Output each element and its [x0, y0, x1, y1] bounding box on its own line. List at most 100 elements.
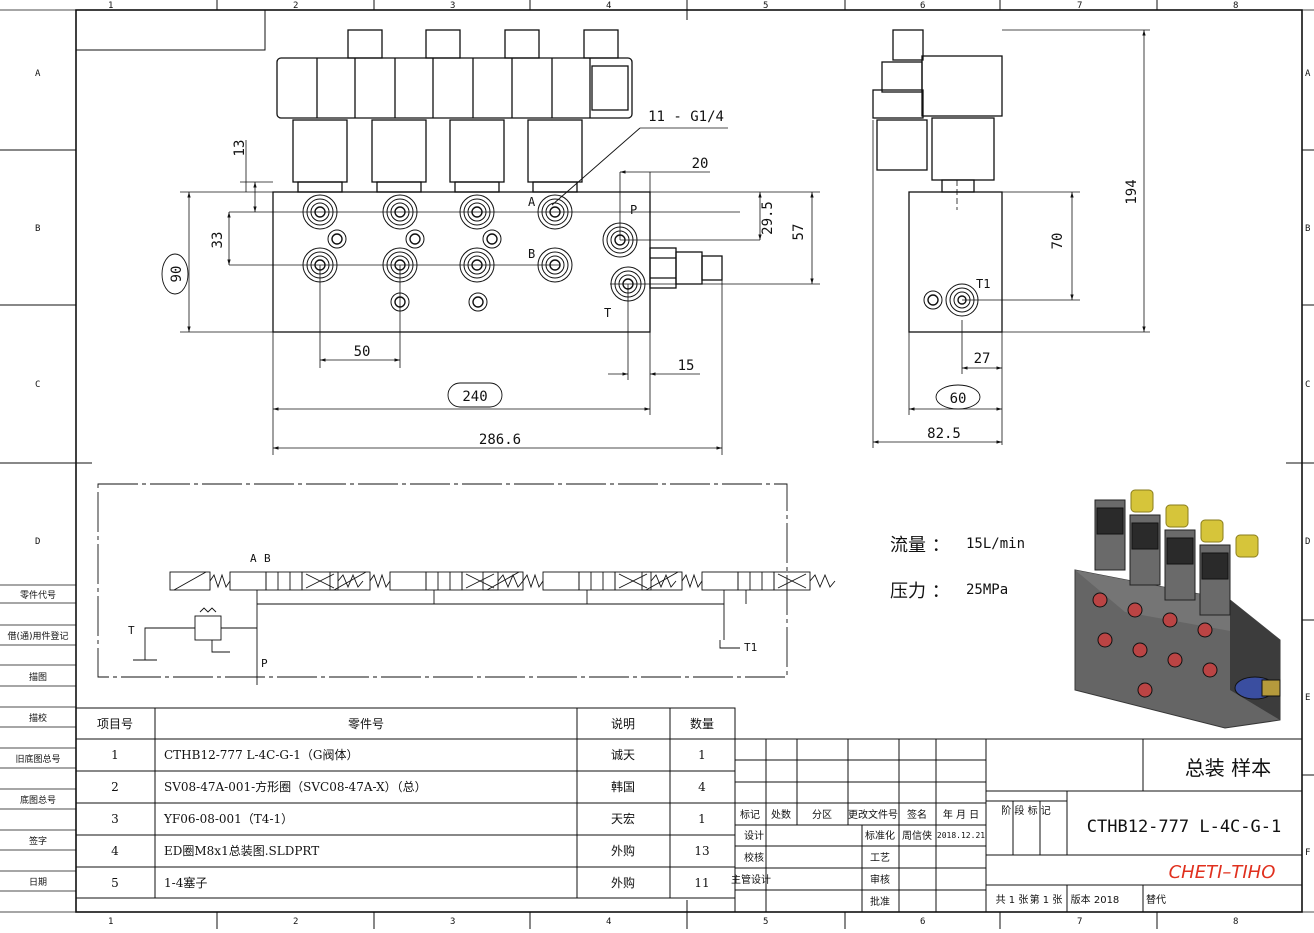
valve-box	[737, 571, 775, 591]
iso-connector	[1165, 504, 1189, 528]
company-logo: CHETI–TIHO	[1169, 862, 1276, 883]
col-label: 6	[920, 1, 925, 11]
dim-90-balloon	[161, 253, 189, 295]
bom-header: 零件号	[348, 717, 384, 731]
specs: 流量 ： 15L/min 压力 ： 25MPa	[890, 535, 1025, 602]
port-label-p: P	[630, 203, 637, 217]
solenoid-diagonal	[486, 571, 520, 591]
solenoid-coils	[276, 29, 633, 119]
bom-item-no: 2	[111, 780, 119, 794]
title-block: 标记 处数 分区 更改文件号 签名 年 月 日 阶 段 标 记 设计 标准化 周…	[731, 738, 1303, 913]
port-label-a: A	[528, 195, 536, 209]
iso-port	[1132, 642, 1148, 658]
column-labels: 1 2 3 4 5 6 7 8 1 2 3 4 5 6 7 8	[108, 1, 1238, 927]
iso-coil	[1166, 537, 1194, 565]
side-dimensions	[872, 29, 1150, 448]
dim-60-balloon	[935, 384, 981, 410]
col-label: 2	[293, 917, 298, 927]
port-ring	[331, 233, 343, 245]
rev-header: 标记	[740, 809, 760, 821]
valve-cross	[305, 573, 335, 589]
version: 版本 2018	[1071, 893, 1120, 906]
schem-label-t1: T1	[744, 641, 757, 654]
bom-qty: 11	[694, 876, 709, 890]
spring-symbol	[369, 573, 391, 589]
bom-qty: 1	[698, 748, 706, 762]
valve-box	[578, 571, 616, 591]
spring-symbol	[209, 573, 231, 589]
fitting	[649, 247, 723, 289]
rev-header: 更改文件号	[848, 808, 898, 821]
bom-qty: 1	[698, 812, 706, 826]
col-label: 8	[1233, 1, 1238, 11]
col-label: 1	[108, 917, 113, 927]
bom-part-no: ED圈M8x1总装图.SLDPRT	[164, 844, 319, 858]
bom-desc: 天宏	[611, 811, 635, 826]
drawing-title: 总装 样本	[1185, 756, 1271, 780]
valve-box	[425, 571, 463, 591]
schematic-labels: A B T P T1	[128, 552, 757, 670]
schem-label-p: P	[261, 657, 268, 670]
rev-header: 处数	[771, 808, 791, 821]
manifold-block	[272, 191, 651, 333]
port-ring	[327, 229, 347, 249]
schematic	[97, 483, 836, 685]
iso-port	[1097, 632, 1113, 648]
stamp-label: 描图	[29, 671, 47, 683]
port-ring	[409, 233, 421, 245]
dim-thread: 11 - G1/4	[648, 109, 724, 125]
col-label: 2	[293, 1, 298, 11]
dim-27: 27	[974, 351, 991, 367]
left-stamps: 零件代号 借(通)用件登记 描图 描校 旧底图总号 底图总号 签字 日期	[0, 584, 76, 892]
col-label: 4	[606, 1, 611, 11]
front-port-labels: A B P T	[528, 195, 637, 320]
front-view	[272, 29, 723, 333]
row-label: E	[1305, 693, 1310, 703]
dim-70: 70	[1050, 233, 1066, 250]
port-ring	[468, 292, 488, 312]
drawing-number: CTHB12-777 L-4C-G-1	[1087, 817, 1281, 837]
dim-286: 286.6	[479, 432, 521, 448]
check-label: 校核	[744, 851, 764, 864]
row-label: D	[1305, 537, 1310, 547]
bom-item-no: 3	[111, 812, 119, 826]
bom-item-no: 1	[111, 748, 119, 762]
process-label: 工艺	[870, 852, 890, 864]
rev-header: 分区	[812, 809, 832, 821]
dim-194: 194	[1124, 179, 1140, 204]
bom-item-no: 4	[111, 844, 119, 858]
stamp-label: 底图总号	[20, 794, 56, 806]
design-label: 设计	[744, 829, 764, 842]
schem-label-t: T	[128, 624, 135, 637]
col-label: 7	[1077, 917, 1082, 927]
chief-label: 主管设计	[731, 873, 771, 886]
std-name: 周信侠	[902, 829, 932, 842]
pressure-value: 25MPa	[966, 582, 1008, 598]
stamp-label: 日期	[29, 877, 47, 888]
bom-desc: 外购	[611, 843, 635, 858]
valve-box	[542, 571, 580, 591]
dim-240-balloon	[447, 382, 503, 408]
bom-part-no: YF06-08-001（T4-1）	[163, 812, 293, 826]
stage-label: 阶 段 标 记	[1001, 804, 1051, 817]
schematic-valves	[169, 571, 836, 604]
port-ring	[472, 296, 484, 308]
iso-port	[1162, 612, 1178, 628]
dim-50: 50	[354, 344, 371, 360]
valve-cross	[465, 573, 495, 589]
spring-symbol	[522, 573, 544, 589]
port-label-b: B	[528, 247, 535, 261]
bom-header: 数量	[690, 716, 714, 731]
port-ring	[927, 294, 939, 306]
stamp-label: 借(通)用件登记	[7, 630, 68, 642]
col-label: 3	[450, 917, 455, 927]
dim-240: 240	[462, 389, 487, 405]
stamp-label: 旧底图总号	[15, 753, 60, 765]
col-label: 5	[763, 917, 768, 927]
row-label: A	[35, 69, 41, 79]
bom-qty: 4	[698, 780, 706, 794]
dim-29-5: 29.5	[760, 201, 776, 235]
port-label-t1: T1	[976, 277, 990, 291]
solenoid-diagonal	[645, 571, 679, 591]
